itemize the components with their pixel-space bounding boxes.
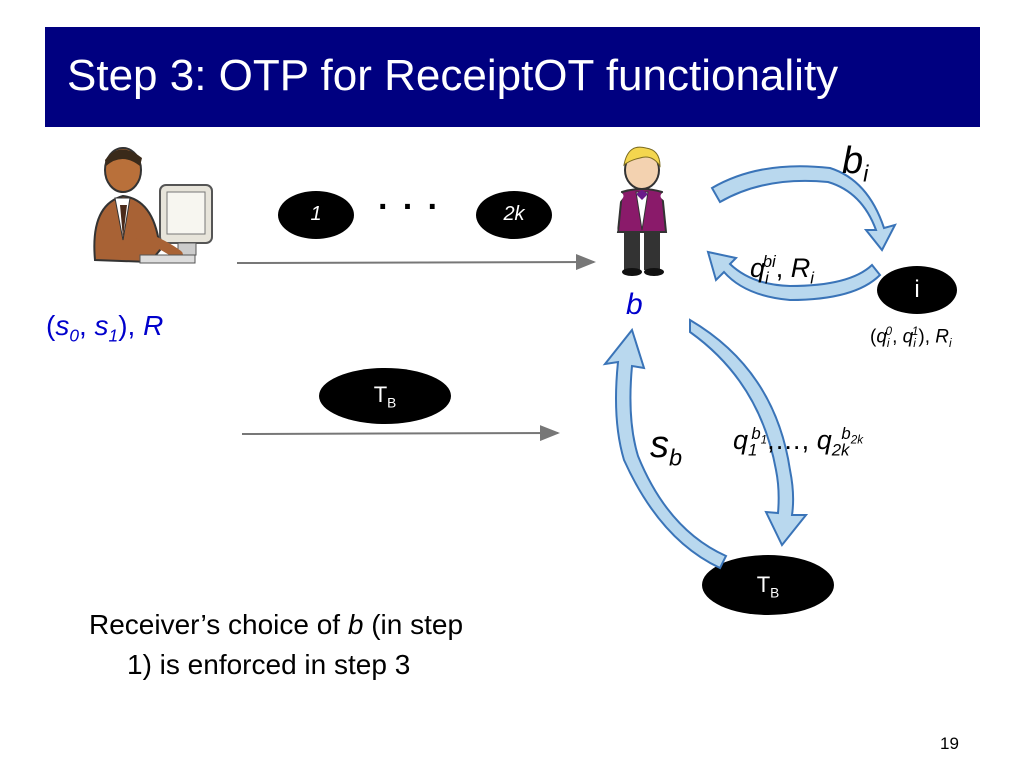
i-keys-q0: q	[876, 326, 887, 348]
tb-bottom-label: TB	[738, 572, 798, 600]
i-keys-open: (	[870, 326, 877, 348]
sender-open-paren: (	[46, 310, 56, 341]
i-keys-q0-sub: i	[886, 337, 890, 351]
q-seq-q2k-sub: 2k	[831, 440, 850, 460]
tb-bottom-ellipse	[702, 555, 834, 615]
arrow-to-receiver-mid	[241, 425, 560, 442]
q-seq-q1: q	[733, 425, 749, 455]
node-i-label: i	[914, 276, 920, 303]
q-bi-q: q	[750, 253, 766, 283]
receiver-boy-icon	[608, 146, 698, 276]
q-bi-sep: ,	[775, 253, 791, 283]
page-number: 19	[940, 734, 959, 753]
caption-line-1-c: (in step	[363, 609, 464, 640]
bi-sub: i	[863, 160, 869, 187]
token-2k-ellipse	[476, 191, 552, 239]
q-seq-mid: ,…,	[767, 425, 817, 455]
arrow-q-seq-curve	[689, 318, 809, 547]
q-seq-q1-sup-sub: 1	[760, 433, 768, 447]
tb-mid-label: TB	[355, 382, 415, 410]
s0-symbol: s	[55, 310, 70, 341]
tb-bottom-sub: B	[770, 585, 780, 601]
q-seq-q2k-sup: b	[841, 424, 851, 443]
q-bi-sub: i	[765, 268, 769, 288]
q-seq-q2k: q	[816, 425, 832, 455]
receiver-choice-label: b	[626, 288, 643, 321]
sender-close-paren: ),	[118, 310, 144, 341]
sb-sub: b	[669, 444, 683, 471]
caption-line-1-b: b	[347, 609, 364, 640]
sb-main: s	[650, 424, 669, 466]
i-keys-label: (qi0, qi1), Ri	[870, 325, 952, 350]
s0-subscript: 0	[69, 325, 79, 346]
token-1-ellipse	[278, 191, 354, 239]
q-bi-R-sub: i	[810, 268, 815, 288]
arrow-to-receiver-top	[236, 254, 596, 271]
bi-main: b	[842, 140, 864, 182]
token-dots: · · ·	[378, 188, 441, 226]
sender-secrets-label: (s0, s1), R	[46, 310, 163, 347]
i-keys-q0-sup: 0	[885, 325, 893, 338]
token-first-label: 1	[310, 203, 322, 225]
s1-subscript: 1	[108, 325, 119, 346]
i-keys-R: R	[935, 326, 950, 348]
i-keys-sep: ,	[892, 326, 903, 348]
tb-bottom-main: T	[756, 572, 771, 597]
tb-mid-sub: B	[387, 395, 397, 411]
sender-computer-icon	[93, 147, 213, 264]
R-symbol: R	[143, 310, 164, 341]
s1-symbol: s	[94, 310, 109, 341]
q-bi-label: qibi, Ri	[750, 252, 814, 288]
token-last-label: 2k	[503, 203, 525, 225]
caption-line-1-a: Receiver’s choice of	[89, 609, 348, 640]
sb-label: sb	[650, 424, 682, 472]
q-seq-q1-sup: b	[751, 424, 761, 443]
i-keys-q1-sub: i	[913, 337, 916, 351]
slide-caption: Receiver’s choice of b (in step 1) is en…	[89, 605, 463, 685]
title-bar: Step 3: OTP for ReceiptOT functionality	[45, 27, 980, 127]
caption-line-2: 1) is enforced in step 3	[127, 649, 411, 680]
q-seq-label: q1b1,…, q2kb2k	[733, 424, 863, 460]
slide-title: Step 3: OTP for ReceiptOT functionality	[67, 51, 839, 100]
q-bi-R: R	[790, 253, 811, 283]
i-keys-q1-sup: 1	[911, 325, 919, 338]
arrow-bi-curve	[710, 165, 897, 252]
tb-mid-main: T	[373, 382, 388, 407]
q-bi-sup: bi	[762, 252, 776, 271]
i-keys-close: ),	[918, 326, 936, 348]
node-i-ellipse	[877, 266, 957, 314]
caption-line-1: Receiver’s choice of b (in step	[89, 605, 463, 645]
q-seq-q1-sub: 1	[748, 440, 758, 460]
arrow-q-return-curve	[706, 250, 882, 302]
sender-comma: ,	[78, 310, 95, 341]
i-keys-R-sub: i	[949, 337, 952, 351]
q-seq-q2k-sup-sub: 2k	[850, 433, 864, 447]
i-keys-q1: q	[902, 326, 914, 348]
bi-label: bi	[842, 140, 868, 188]
arrow-sb-curve	[602, 327, 728, 570]
tb-mid-ellipse	[319, 368, 451, 424]
